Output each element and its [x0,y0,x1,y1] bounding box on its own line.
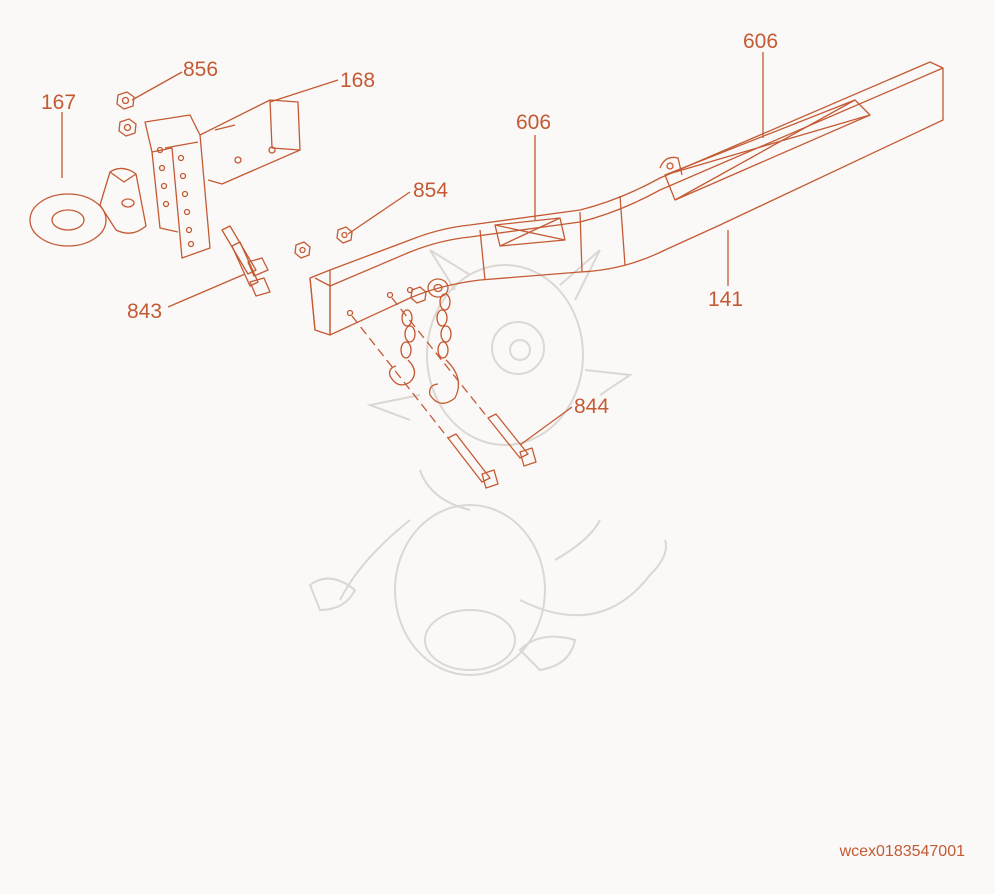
bracket-part [144,99,301,259]
leader-lines [61,52,764,446]
drawing-code: wcex0183547001 [839,843,965,860]
callout-168: 168 [340,69,376,92]
safety-chains-part [388,278,460,404]
callout-843: 843 [127,300,163,323]
nut-part-854 [294,226,427,304]
bolt-part-844 [447,413,537,489]
assembly-lines [351,297,489,439]
callout-856: 856 [183,58,219,81]
nut-part-856 [116,91,137,137]
callout-844: 844 [574,395,610,418]
tow-ring-part [29,167,147,247]
callout-167: 167 [41,91,77,114]
main-tube-part [309,61,944,336]
callout-606-right: 606 [743,30,779,53]
callout-141: 141 [708,288,744,311]
callout-854: 854 [413,179,449,202]
dragon-watermark [308,249,667,676]
callout-606-left: 606 [516,111,552,134]
bolt-part-843 [221,225,271,297]
